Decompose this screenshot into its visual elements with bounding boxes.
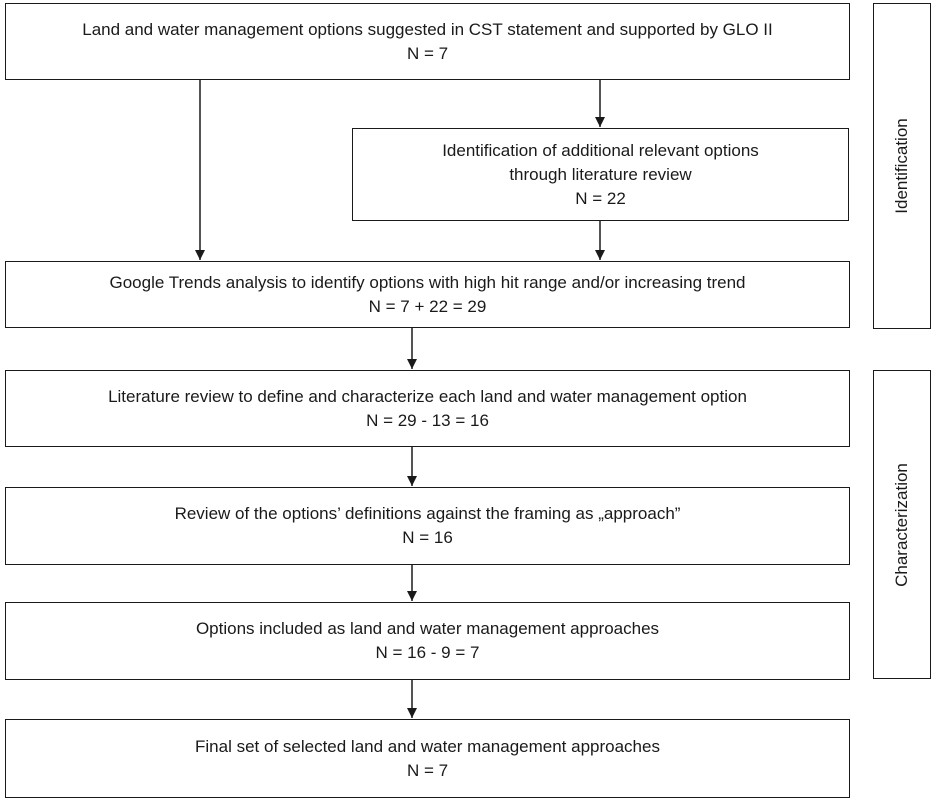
- step-initial-options-count: N = 7: [406, 43, 449, 63]
- step-options-included: Options included as land and water manag…: [5, 602, 850, 680]
- step-initial-options-text: Land and water management options sugges…: [82, 19, 773, 39]
- step-google-trends-text: Google Trends analysis to identify optio…: [109, 272, 746, 292]
- step-literature-identification: Identification of additional relevant op…: [352, 128, 849, 221]
- step-definition-review-text: Review of the options’ definitions again…: [174, 504, 681, 523]
- phase-characterization-box: Characterization: [873, 370, 931, 679]
- step-literature-characterize-count: N = 29 - 13 = 16: [366, 410, 489, 430]
- step-options-included-text: Options included as land and water manag…: [195, 619, 660, 638]
- step-literature-identification-text-1: Identification of additional relevant op…: [442, 140, 759, 160]
- step-final-set-text: Final set of selected land and water man…: [195, 736, 660, 756]
- step-final-set: Final set of selected land and water man…: [5, 719, 850, 798]
- step-literature-characterize: Literature review to define and characte…: [5, 370, 850, 447]
- step-final-set-count: N = 7: [406, 760, 449, 780]
- step-literature-characterize-text: Literature review to define and characte…: [108, 386, 747, 406]
- step-literature-identification-count: N = 22: [575, 188, 626, 208]
- step-definition-review: Review of the options’ definitions again…: [5, 487, 850, 565]
- step-literature-identification-text-2: through literature review: [509, 164, 692, 184]
- phase-identification-box: Identification: [873, 3, 931, 329]
- step-initial-options: Land and water management options sugges…: [5, 3, 850, 80]
- step-options-included-count: N = 16 - 9 = 7: [375, 643, 480, 662]
- step-google-trends: Google Trends analysis to identify optio…: [5, 261, 850, 328]
- step-google-trends-count: N = 7 + 22 = 29: [368, 296, 487, 316]
- step-definition-review-count: N = 16: [402, 528, 453, 547]
